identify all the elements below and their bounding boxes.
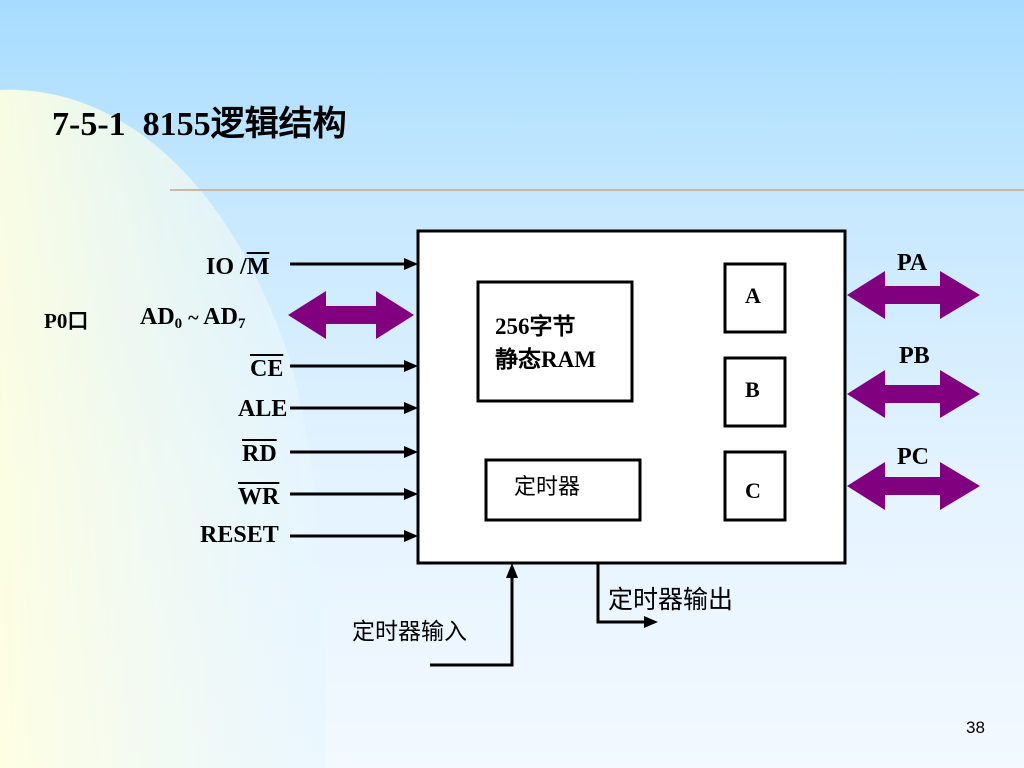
pc-bus-arrow bbox=[847, 462, 980, 510]
timer-output-label: 定时器输出 bbox=[608, 587, 734, 614]
background-curve bbox=[0, 89, 327, 768]
ram-block bbox=[476, 280, 634, 403]
rd-label: RD bbox=[242, 441, 277, 467]
input-arrows bbox=[290, 258, 418, 542]
port-c-label: C bbox=[745, 478, 761, 503]
port-b-label: B bbox=[745, 377, 760, 402]
rd-arrowhead bbox=[404, 446, 418, 458]
ad0-subscript: 0 bbox=[174, 316, 183, 332]
pb-bus-arrow bbox=[847, 370, 980, 418]
pc-label: PC bbox=[897, 444, 929, 470]
reset-label: RESET bbox=[200, 522, 279, 548]
ce-label: CE bbox=[250, 356, 284, 382]
pb-label: PB bbox=[899, 343, 930, 369]
timer-block bbox=[484, 458, 642, 522]
wr-arrowhead bbox=[404, 488, 418, 500]
ad-bus-arrow bbox=[288, 291, 414, 339]
timer-label: 定时器 bbox=[514, 474, 581, 499]
port-a-block bbox=[723, 262, 787, 334]
ram-label-line1: 256字节 bbox=[495, 314, 576, 339]
reset-arrowhead bbox=[404, 530, 418, 542]
io-m-arrowhead bbox=[404, 258, 418, 270]
ad7-subscript: 7 bbox=[237, 316, 246, 332]
ce-arrowhead bbox=[404, 360, 418, 372]
port-b-block bbox=[723, 356, 787, 428]
pa-label: PA bbox=[897, 250, 928, 276]
ad-bus-label: AD0 ~ AD7 bbox=[140, 304, 246, 332]
timer-input-path bbox=[430, 563, 518, 667]
timer-input-label: 定时器输入 bbox=[352, 619, 467, 644]
port-c-block bbox=[723, 450, 787, 522]
ad0-text: AD bbox=[140, 304, 175, 330]
timer-output-path bbox=[596, 563, 658, 628]
bidirectional-arrows bbox=[288, 271, 980, 510]
wr-label: WR bbox=[238, 484, 280, 510]
pa-bus-arrow bbox=[847, 271, 980, 319]
ad7-text: AD bbox=[203, 304, 238, 330]
ram-label-line2: 静态RAM bbox=[495, 347, 596, 372]
m-label: M bbox=[246, 254, 270, 280]
ale-label: ALE bbox=[238, 396, 288, 422]
ale-arrowhead bbox=[404, 402, 418, 414]
io-m-label: IO /M bbox=[206, 255, 269, 279]
tilde-text: ~ bbox=[188, 307, 199, 329]
io-label: IO / bbox=[206, 254, 247, 280]
page-title: 7-5-1 8155逻辑结构 bbox=[52, 106, 347, 143]
page-number: 38 bbox=[966, 718, 985, 737]
p0-port-label: P0口 bbox=[44, 309, 89, 333]
port-a-label: A bbox=[745, 283, 761, 308]
